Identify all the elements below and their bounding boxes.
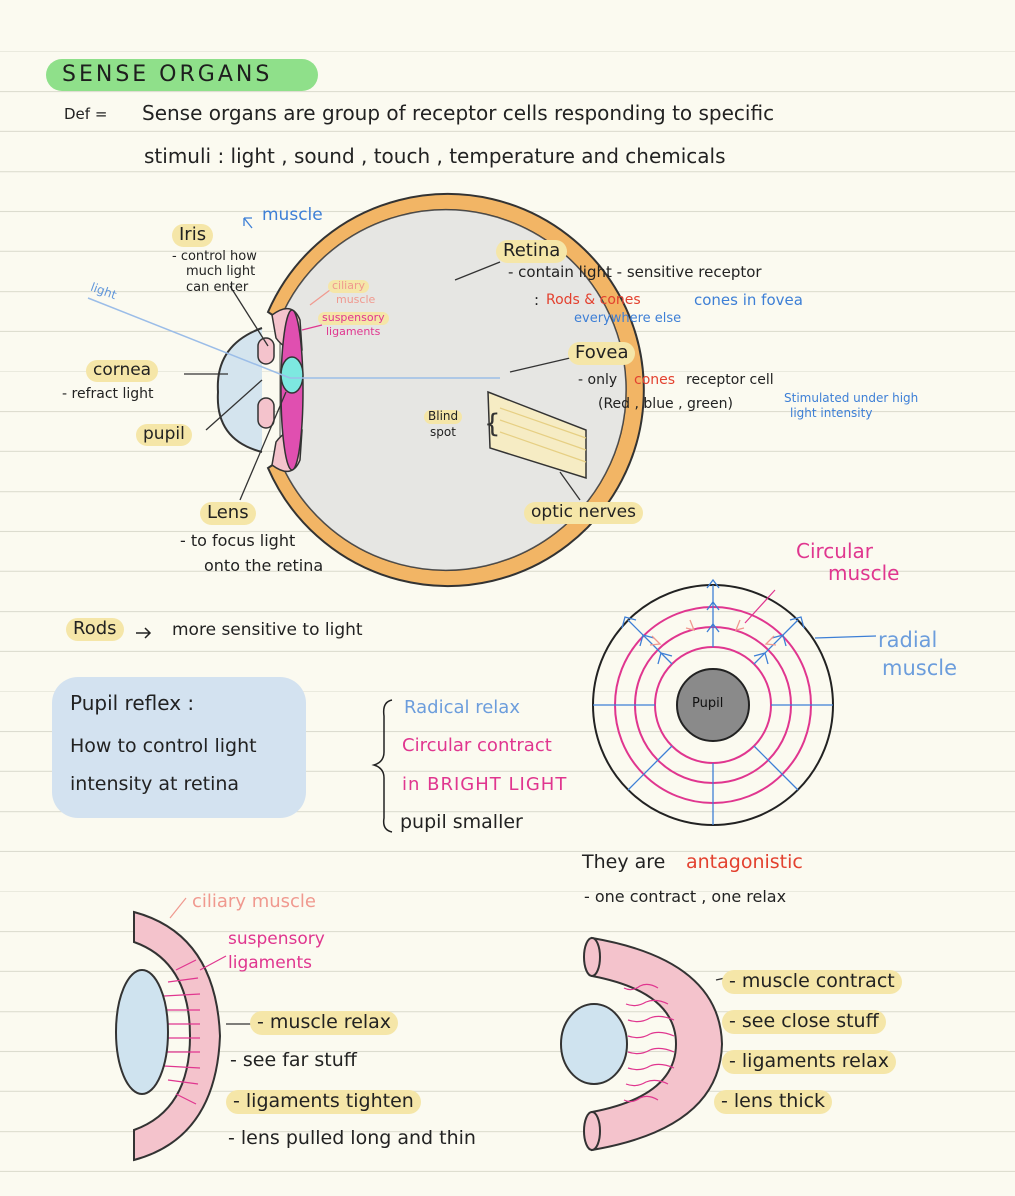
retina-label: Retina	[496, 240, 567, 263]
far-ciliary-label: ciliary muscle	[192, 892, 316, 913]
fovea-desc-cones: cones	[634, 372, 675, 388]
pupil-label: pupil	[136, 424, 192, 446]
pupil-reflex-line-2: intensity at retina	[70, 774, 239, 796]
fovea-desc-suffix: receptor cell	[686, 372, 774, 388]
bright-radial: Radical relax	[404, 698, 520, 719]
far-item-3: - ligaments tighten	[226, 1090, 421, 1114]
optic-nerve-label: optic nerves	[524, 502, 643, 524]
iris-desc-2: much light	[186, 265, 255, 280]
near-item-1: - muscle contract	[722, 970, 902, 994]
rods-text: more sensitive to light	[172, 621, 363, 641]
retina-colon: :	[534, 292, 539, 309]
bright-circular: Circular contract	[402, 736, 552, 757]
lens-desc-2: onto the retina	[204, 557, 323, 575]
far-suspensory-label-1: suspensory	[228, 930, 325, 950]
cornea	[218, 328, 262, 452]
pupil-reflex-title: Pupil reflex :	[70, 692, 194, 715]
blind-spot-label-1: Blind	[424, 410, 462, 424]
near-item-2: - see close stuff	[722, 1010, 886, 1034]
antagonistic-prefix: They are	[582, 852, 665, 874]
iris-bottom	[258, 398, 274, 428]
fovea-label: Fovea	[568, 342, 635, 365]
iris-front-diagram	[593, 580, 876, 825]
ciliary-label-2: muscle	[336, 294, 375, 307]
far-suspensory-label-2: ligaments	[228, 954, 312, 974]
fovea-stim-2: light intensity	[790, 407, 872, 421]
near-item-4: - lens thick	[714, 1090, 832, 1114]
lens-label: Lens	[200, 502, 256, 525]
ciliary-label-1: ciliary	[328, 280, 369, 293]
suspensory-label-1: suspensory	[318, 312, 389, 325]
near-item-3: - ligaments relax	[722, 1050, 896, 1074]
pupil-centre-label: Pupil	[692, 697, 723, 712]
iris-label: Iris	[172, 224, 213, 247]
lens-desc-1: - to focus light	[180, 532, 295, 550]
fovea-desc-prefix: - only	[578, 372, 617, 388]
antagonistic-word: antagonistic	[686, 852, 803, 874]
rods-cones: Rods & cones	[546, 292, 641, 308]
circular-muscle-label-2: muscle	[828, 562, 899, 585]
far-item-2: - see far stuff	[230, 1050, 357, 1072]
retina-desc: - contain light - sensitive receptor	[508, 264, 762, 281]
far-item-4: - lens pulled long and thin	[228, 1128, 476, 1150]
blind-spot-label-2: spot	[430, 426, 456, 440]
suspensory-label-2: ligaments	[326, 326, 380, 339]
everywhere-else: everywhere else	[574, 312, 681, 327]
svg-text:{: {	[484, 409, 501, 439]
radial-muscle-label-1: radial	[878, 628, 937, 652]
far-item-1: - muscle relax	[250, 1011, 398, 1035]
iris-desc-3: can enter	[186, 281, 248, 296]
pupil-reflex-line-1: How to control light	[70, 736, 257, 758]
fovea-stim-1: Stimulated under high	[784, 392, 918, 406]
rods-label: Rods	[66, 618, 124, 641]
circular-muscle-label-1: Circular	[796, 540, 873, 563]
brace-left	[374, 700, 392, 832]
cornea-label: cornea	[86, 360, 158, 382]
near-focus-diagram	[561, 938, 734, 1150]
radial-muscle-label-2: muscle	[882, 656, 957, 680]
bright-pupil-smaller: pupil smaller	[400, 812, 523, 834]
antagonistic-desc: - one contract , one relax	[584, 888, 786, 906]
cornea-desc: - refract light	[62, 386, 154, 402]
iris-muscle-note: muscle	[262, 206, 323, 226]
cones-in-fovea: cones in fovea	[694, 292, 803, 309]
iris-desc-1: - control how	[172, 250, 257, 265]
fovea-colors: (Red , blue , green)	[598, 396, 733, 412]
bright-light: in BRIGHT LIGHT	[402, 775, 567, 796]
